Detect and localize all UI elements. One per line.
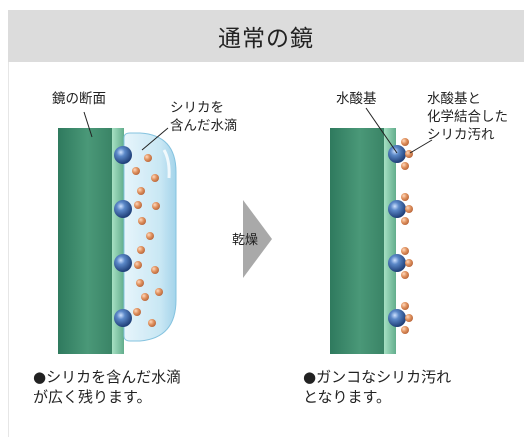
right-chevron-arrow-icon [243, 200, 272, 278]
silica-particle [405, 205, 413, 213]
label-mirror-section: 鏡の断面 [52, 91, 106, 107]
silica-particle [137, 246, 145, 254]
hydroxyl-group [114, 200, 132, 218]
silica-particle [134, 261, 142, 269]
leader-line-section [83, 111, 93, 138]
label-hydroxyl: 水酸基 [336, 91, 377, 107]
silica-particle [401, 193, 409, 201]
label-bonded-silica: 水酸基と 化学結合した シリカ汚れ [427, 91, 508, 143]
hydroxyl-group [114, 254, 132, 272]
label-drying: 乾燥 [232, 233, 259, 248]
silica-particle [401, 162, 409, 170]
silica-particle [405, 150, 413, 158]
left-caption-line1: シリカを含んだ水滴 [46, 368, 182, 386]
silica-particle [401, 271, 409, 279]
right-glass-edge [384, 128, 396, 354]
silica-particle [146, 232, 154, 240]
silica-particle [405, 259, 413, 267]
silica-particle [401, 247, 409, 255]
right-caption-line1: ガンコなシリカ汚れ [316, 368, 452, 386]
silica-particle [133, 308, 141, 316]
silica-particle [401, 217, 409, 225]
left-glass-edge [112, 128, 124, 354]
hydroxyl-group [114, 146, 132, 164]
silica-particle [405, 314, 413, 322]
silica-particle [401, 326, 409, 334]
right-glass-section [330, 128, 396, 354]
leader-line-droplet [141, 127, 169, 151]
content-left-border [8, 62, 9, 437]
silica-particle [401, 302, 409, 310]
silica-particle [138, 217, 146, 225]
silica-particle [132, 167, 140, 175]
silica-particle [134, 201, 142, 209]
left-caption-line2: が広く残ります。 [33, 388, 152, 406]
right-glass-body [330, 128, 384, 354]
label-silica-droplet: シリカを 含んだ水滴 [170, 100, 238, 134]
left-caption: ●シリカを含んだ水滴 が広く残ります。 [33, 367, 181, 407]
silica-particle [141, 293, 149, 301]
left-glass-body [58, 128, 112, 354]
silica-particle [155, 288, 163, 296]
silica-particle [137, 187, 145, 195]
hydroxyl-group [388, 200, 406, 218]
left-silica-particles [132, 154, 163, 327]
silica-particle [151, 266, 159, 274]
right-caption: ●ガンコなシリカ汚れ となります。 [303, 367, 451, 407]
silica-particle [136, 279, 144, 287]
right-hydroxyl-groups [388, 145, 406, 327]
leader-line-hydroxyl [365, 107, 398, 154]
filled-circle-icon: ● [303, 368, 317, 386]
right-bonded-silica [401, 138, 413, 334]
silica-particle [152, 202, 160, 210]
hydroxyl-group [114, 309, 132, 327]
filled-circle-icon: ● [33, 368, 47, 386]
silica-particle [151, 174, 159, 182]
silica-particle [401, 138, 409, 146]
hydroxyl-group [388, 254, 406, 272]
hydroxyl-group [388, 145, 406, 163]
hydroxyl-group [388, 309, 406, 327]
silica-particle [148, 319, 156, 327]
page-title: 通常の鏡 [8, 10, 524, 62]
right-caption-line2: となります。 [303, 388, 392, 406]
left-hydroxyl-groups [114, 146, 132, 327]
leader-line-bonded [409, 139, 433, 154]
left-glass-section [58, 128, 124, 354]
silica-particle [144, 154, 152, 162]
droplet-highlight [162, 149, 171, 179]
